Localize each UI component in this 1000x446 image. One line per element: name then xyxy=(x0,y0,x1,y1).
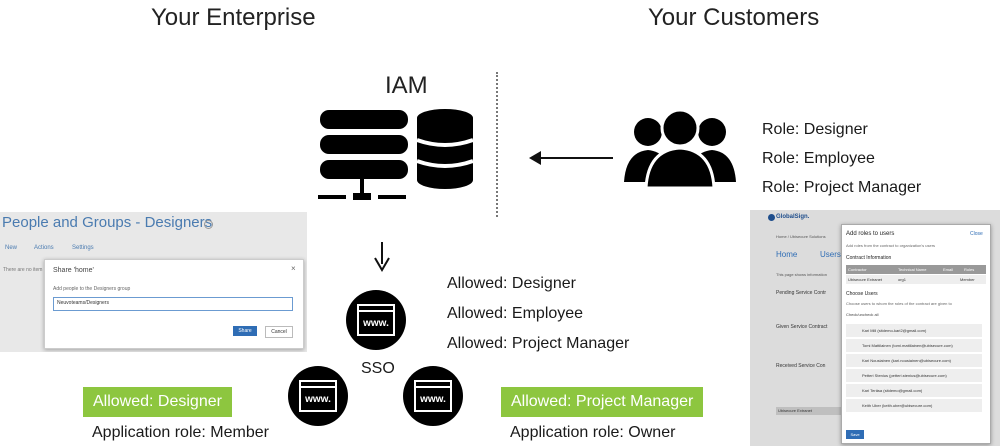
right-shot-user-list: Kari Mill (sitdemo-kari2@gmail.com) Tomi… xyxy=(846,324,982,424)
left-app-screenshot: People and Groups - Designers New Action… xyxy=(0,212,307,352)
left-app-web-text: www. xyxy=(305,394,331,405)
right-shot-table-row: Ubisecure Extranet org1 Member xyxy=(846,275,986,284)
list-item: Tomi Mattilainen (tomi.mattilainen@ubise… xyxy=(846,339,982,352)
right-shot-check-all: Check/uncheck all xyxy=(846,312,879,317)
right-shot-td-technical: org1 xyxy=(898,277,907,282)
right-app-web-icon: www. xyxy=(403,366,463,426)
right-shot-nav-home: Home xyxy=(776,250,798,259)
right-shot-side-label-0: This page shows information xyxy=(776,272,827,277)
right-shot-td-roles: Member xyxy=(960,277,975,282)
allowed-designer: Allowed: Designer xyxy=(447,275,576,292)
right-shot-th-roles: Roles xyxy=(964,267,975,272)
right-shot-brand-logo xyxy=(768,214,775,221)
list-item: Keith Uber (keith.uber@ubisecure.com) xyxy=(846,399,982,412)
right-shot-nav-users: Users xyxy=(820,250,841,259)
right-shot-side-label-3: Received Service Con xyxy=(776,363,826,369)
left-shot-share-dialog: Share 'home' × Add people to the Designe… xyxy=(44,259,304,349)
right-app-role: Application role: Owner xyxy=(510,424,676,441)
right-shot-choose-desc: Choose users to whom the roles of the co… xyxy=(846,301,952,306)
list-item: Kari Teräsa (sitdemo@gmail.com) xyxy=(846,384,982,397)
allowed-employee: Allowed: Employee xyxy=(447,305,584,322)
right-app-allowed-badge: Allowed: Project Manager xyxy=(501,387,704,417)
customers-group-icon xyxy=(624,108,736,188)
right-shot-contract-info: Contract Information xyxy=(846,255,892,261)
left-app-web-icon: www. xyxy=(288,366,348,426)
customers-heading: Your Customers xyxy=(648,4,820,31)
right-shot-roles-dialog: Add roles to users Close Add roles from … xyxy=(841,224,991,444)
left-shot-dialog-input: Neuvoteams/Designers xyxy=(53,297,293,311)
left-shot-dialog-input-value: Neuvoteams/Designers xyxy=(57,300,109,306)
customer-role-project-manager: Role: Project Manager xyxy=(762,179,922,196)
left-app-allowed-badge: Allowed: Designer xyxy=(83,387,232,417)
left-shot-dialog-close-icon: × xyxy=(291,264,296,273)
right-shot-th-technical: Technical Name xyxy=(898,267,927,272)
allowed-project-manager: Allowed: Project Manager xyxy=(447,335,630,352)
list-item: Kari Mill (sitdemo-kari2@gmail.com) xyxy=(846,324,982,337)
customer-role-designer: Role: Designer xyxy=(762,121,868,138)
sso-web-text: www. xyxy=(363,318,389,329)
left-shot-dialog-title: Share 'home' xyxy=(53,267,94,274)
right-shot-side-label-1: Pending Service Contr xyxy=(776,290,827,296)
iam-server-database-icon xyxy=(318,109,474,200)
customer-role-employee: Role: Employee xyxy=(762,150,875,167)
left-shot-menu-new: New xyxy=(5,245,18,251)
iam-label: IAM xyxy=(385,72,428,99)
list-item: Kari Nousiainen (kari.nousiainen@ubisecu… xyxy=(846,354,982,367)
right-app-screenshot: GlobalSign. Home / Ubisecure Solutions H… xyxy=(750,210,1000,446)
right-shot-brand: GlobalSign. xyxy=(776,214,810,220)
left-shot-title: People and Groups - Designers xyxy=(2,214,213,231)
left-shot-share-button: Share xyxy=(233,326,257,336)
right-shot-th-contractor: Contractor xyxy=(848,267,867,272)
sso-web-icon: www. xyxy=(346,290,406,350)
right-shot-table-head: Contractor Technical Name Email Roles xyxy=(846,265,986,274)
left-shot-info-icon xyxy=(204,220,213,229)
right-shot-td-contractor: Ubisecure Extranet xyxy=(848,277,883,282)
right-shot-side-label-2: Given Service Contract xyxy=(776,324,828,330)
list-item: Petteri Stenius (petteri.stenius@ubisecu… xyxy=(846,369,982,382)
enterprise-heading: Your Enterprise xyxy=(151,4,316,31)
left-shot-cancel-button: Cancel xyxy=(265,326,293,338)
arrow-down-icon xyxy=(374,242,390,272)
right-shot-choose-users: Choose Users xyxy=(846,291,878,297)
right-shot-dialog-close: Close xyxy=(970,231,983,237)
left-shot-dialog-label: Add people to the Designers group xyxy=(53,286,131,292)
left-shot-side-text: There are no item xyxy=(3,267,43,273)
right-shot-save-button: Save xyxy=(846,430,864,439)
right-shot-footer-row: Ubisecure Extranet xyxy=(776,407,848,415)
right-shot-th-email: Email xyxy=(943,267,954,272)
enterprise-customer-divider xyxy=(496,72,498,217)
left-shot-menu-actions: Actions xyxy=(34,245,54,251)
right-app-web-text: www. xyxy=(420,394,446,405)
arrow-left-icon xyxy=(529,151,613,165)
left-app-role: Application role: Member xyxy=(92,424,269,441)
sso-label: SSO xyxy=(361,360,395,377)
right-shot-nav-small: Home / Ubisecure Solutions xyxy=(776,234,826,239)
left-shot-menu-settings: Settings xyxy=(72,245,94,251)
right-shot-dialog-sub: Add roles from the contract to organizat… xyxy=(846,243,936,248)
right-shot-dialog-title: Add roles to users xyxy=(846,231,895,237)
